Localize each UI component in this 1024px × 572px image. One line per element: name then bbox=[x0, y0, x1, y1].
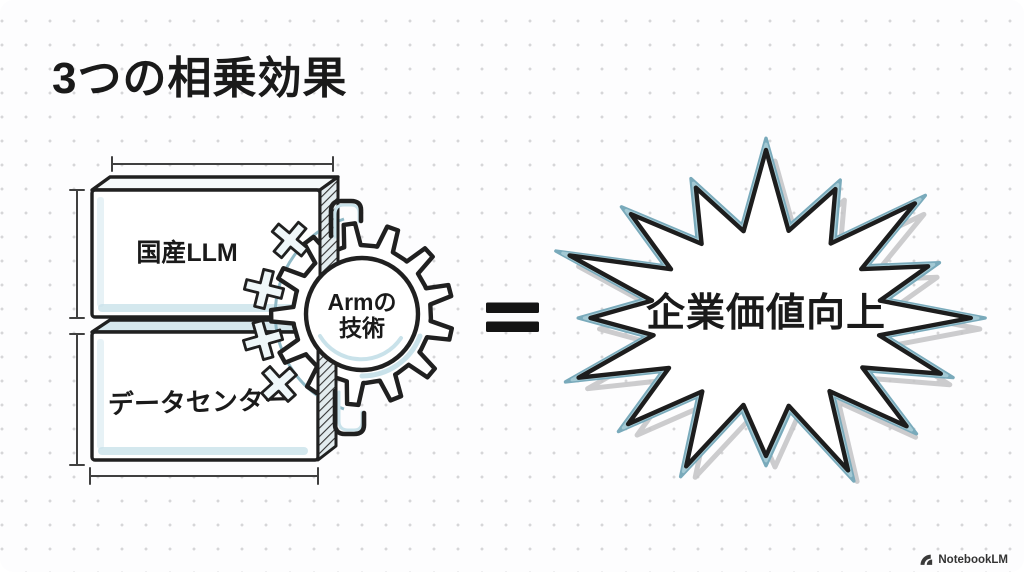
clamp-icon-top bbox=[328, 198, 364, 239]
box2-label: データセンター bbox=[108, 385, 291, 420]
box1-top-face bbox=[90, 175, 340, 192]
gear-hub: Armの 技術 bbox=[303, 255, 421, 373]
connector-cross-icon bbox=[242, 267, 286, 311]
dimension-lines bbox=[69, 156, 334, 485]
page-title: 3つの相乗効果 bbox=[52, 54, 348, 103]
notebooklm-icon bbox=[920, 554, 933, 565]
gear-label-line1: Armの bbox=[327, 289, 396, 315]
connector-cross-icon bbox=[260, 365, 298, 403]
notebooklm-watermark: NotebookLM bbox=[920, 554, 1008, 566]
clamp-icon-bottom bbox=[332, 388, 367, 437]
connector-cross-icon bbox=[241, 318, 285, 362]
result-starburst: 企業価値向上 bbox=[554, 136, 987, 484]
starburst-label: 企業価値向上 bbox=[646, 291, 886, 335]
equals-sign bbox=[486, 302, 539, 332]
box1-label: 国産LLM bbox=[136, 238, 237, 267]
connector-cross-icon bbox=[270, 220, 310, 260]
gear-label-line2: 技術 bbox=[339, 315, 385, 341]
watermark-label: NotebookLM bbox=[938, 554, 1008, 566]
